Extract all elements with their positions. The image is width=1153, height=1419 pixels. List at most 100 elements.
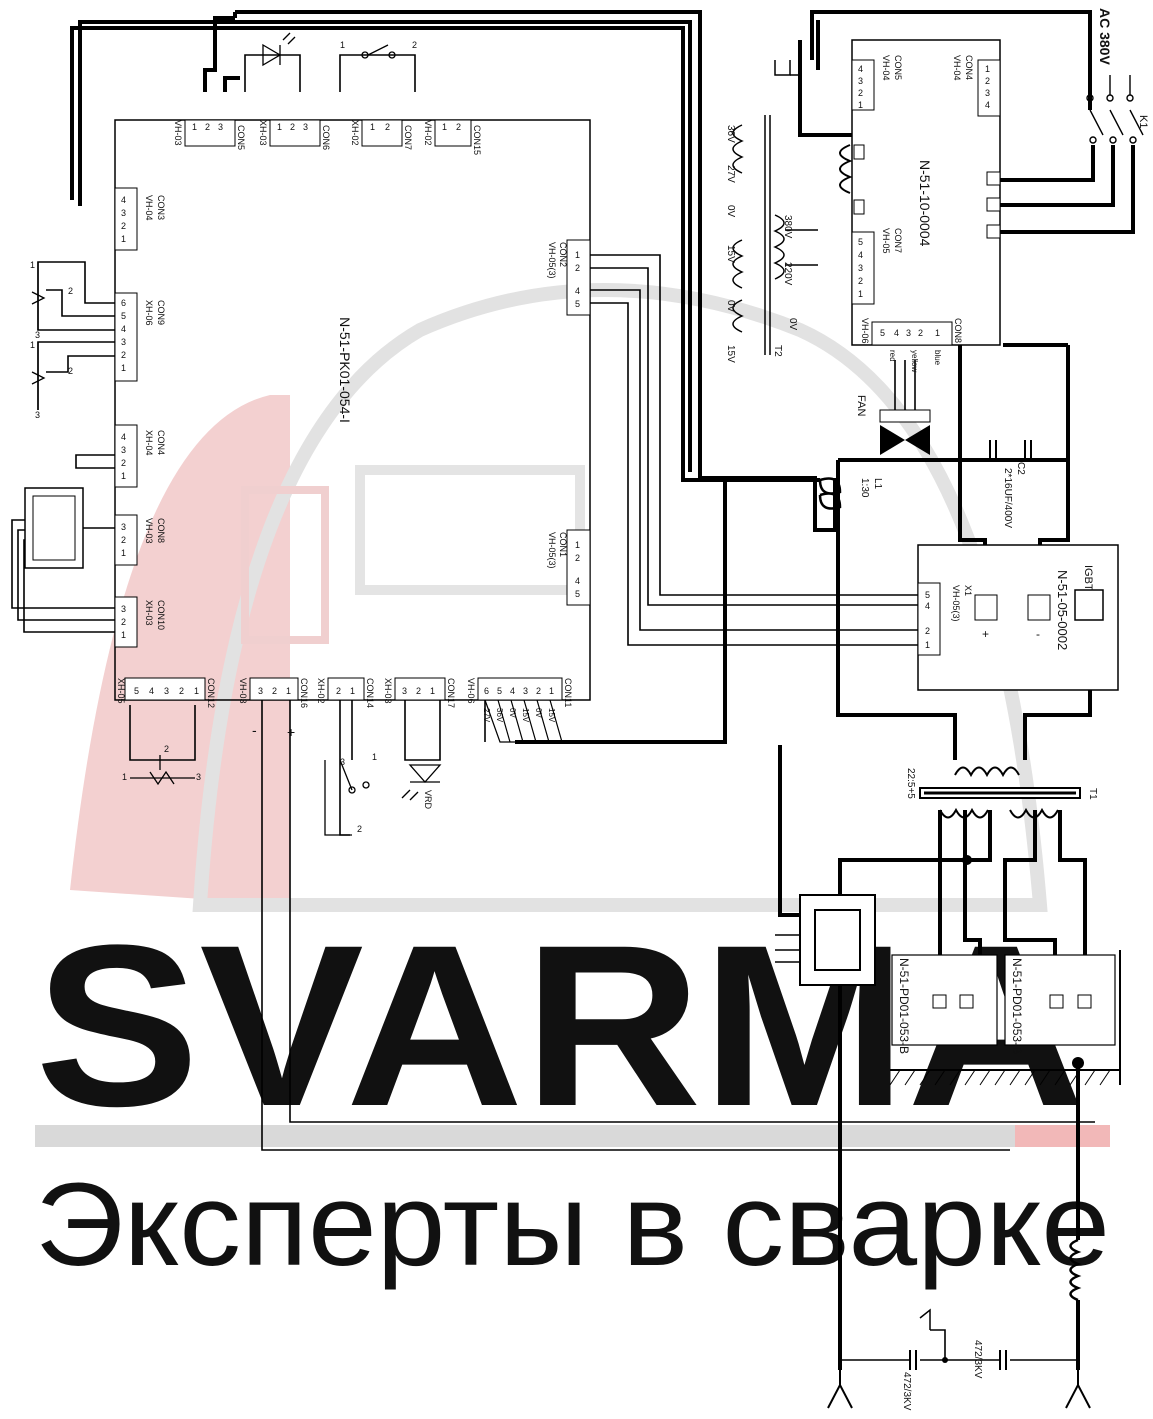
t1-name: T1 [1087, 788, 1098, 800]
ac-terminal-icon [986, 224, 1001, 239]
main-con12: CON12 XH-05 5 4 3 2 1 [116, 677, 216, 708]
rect-board-b-label: N-51-PD01-053-B [1010, 958, 1024, 1054]
x1-pin: 1 [925, 640, 930, 650]
main-con14-pin: 1 [350, 686, 355, 696]
main-con17: CON17 XH-03 3 2 1 VRD [383, 677, 456, 810]
main-con3-pin: 1 [121, 234, 126, 244]
capacitor-bank-c2: C2 2*16UF/400V [989, 440, 1032, 528]
main-con16-minus: - [252, 722, 257, 738]
main-con3-pin: 3 [121, 208, 126, 218]
current-transformer-icon [799, 894, 876, 986]
t2-primary-label: 0V [787, 318, 798, 331]
main-con4-pin: 3 [121, 445, 126, 455]
main-con1-pin: 4 [575, 576, 580, 586]
current-pot-icon: 1 3 2 [122, 744, 201, 786]
main-con7-pin: 2 [385, 122, 390, 132]
diode-terminal-icon [1077, 994, 1092, 1009]
main-con16-pin: 1 [286, 686, 291, 696]
main-con6-name: CON6 [321, 125, 331, 150]
main-con12-pin: 5 [134, 686, 139, 696]
main-con14-type: XH-02 [316, 678, 326, 704]
main-con11-pin: 4 [510, 686, 515, 696]
cap-left-label: 472/3KV [901, 1372, 912, 1411]
main-con2-pin: 2 [575, 263, 580, 273]
lcd-display-icon [24, 487, 84, 569]
control-transformer-t2: 36V 27V 0V 15V 0V 15V 380V 220V 0V T2 [725, 115, 798, 363]
main-con11: CON11 VH-06 6 5 4 3 2 1 27V 36V 0V 15V 0… [466, 677, 573, 743]
main-con12-pin: 4 [149, 686, 154, 696]
main-con10: CON10 XH-03 3 2 1 [114, 596, 166, 648]
main-con15-name: CON15 [472, 125, 482, 155]
main-con6-pin: 2 [290, 122, 295, 132]
main-con1-pin: 1 [575, 540, 580, 550]
vrd-led-icon [401, 764, 442, 801]
power-con8-pin: 1 [935, 328, 940, 338]
main-con15-pin: 2 [456, 122, 461, 132]
ground-icon [774, 60, 931, 1330]
main-con9-pin: 1 [121, 363, 126, 373]
power-con5-pin: 3 [858, 76, 863, 86]
power-con7-pin: 2 [858, 276, 863, 286]
power-con8: CON8 VH-06 1 2 3 4 5 blue yellow red [860, 318, 963, 372]
main-con5: CON5 VH-03 1 2 3 [173, 119, 246, 150]
main-con9-pin: 2 [121, 350, 126, 360]
main-con9-pin: 5 [121, 311, 126, 321]
main-con11-pin: 6 [484, 686, 489, 696]
diode-terminal-icon [959, 994, 974, 1009]
main-con9: CON9 XH-06 6 5 4 3 2 1 [114, 292, 166, 382]
cap-right-label: 472/3KV [972, 1340, 983, 1379]
main-con3-pin: 2 [121, 221, 126, 231]
c2-label: C2 [1015, 462, 1026, 475]
power-con7: CON7 VH-05 5 4 3 2 1 [851, 228, 903, 305]
power-con8-pin: 2 [918, 328, 923, 338]
fan-icon: FAN [855, 395, 931, 455]
con11-tap-label: 15V [547, 708, 556, 723]
x1-pin: 4 [925, 601, 930, 611]
main-con10-name: CON10 [156, 600, 166, 630]
main-con1-type: VH-05(3) [547, 532, 557, 569]
t2-tap-label: 15V [725, 245, 736, 263]
main-con10-type: XH-03 [144, 600, 154, 626]
main-con7: CON7 XH-02 1 2 [350, 119, 413, 150]
con11-tap-label: 0V [508, 708, 517, 718]
main-con3-name: CON3 [156, 195, 166, 220]
main-con14-name: CON14 [365, 678, 375, 708]
t2-tap-label: 0V [725, 300, 736, 313]
power-con4-name: CON4 [964, 55, 974, 80]
igbt-minus-label: - [1036, 627, 1040, 641]
svg-text:1: 1 [340, 40, 345, 50]
main-con17-type: XH-03 [383, 678, 393, 704]
svarma-watermark: SVARMA ru Эксперты в сварке [35, 283, 1110, 1291]
con11-tap-label: 36V [495, 708, 504, 723]
dc-plus-terminal-icon [974, 594, 998, 621]
switch-top-icon: 1 2 [340, 40, 417, 59]
main-con16: CON16 VH-03 3 2 1 - + [238, 677, 309, 740]
mode-switch-icon: 1 3 2 [324, 752, 377, 836]
relay-coil-icon [839, 144, 853, 194]
main-con7-pin: 1 [370, 122, 375, 132]
main-con6-pin: 3 [303, 122, 308, 132]
power-con5-type: VH-04 [881, 55, 891, 81]
main-con17-pin: 2 [416, 686, 421, 696]
svg-text:3: 3 [35, 410, 40, 420]
fan-wire-label: red [888, 350, 897, 362]
main-board-label: N-51-PK01-054-I [337, 317, 353, 423]
main-con2: CON2 VH-05(3) 1 2 4 5 [547, 239, 591, 316]
t2-name: T2 [772, 345, 783, 357]
ac-terminal-icon [986, 197, 1001, 212]
supply-label: AC 380V [1097, 8, 1113, 65]
t2-primary-label: 380V [782, 215, 793, 239]
main-con10-pin: 3 [121, 604, 126, 614]
power-con7-name: CON7 [893, 228, 903, 253]
main-con16-plus: + [287, 724, 295, 740]
l1-label: L1 [872, 478, 883, 490]
watermark-shield-red [70, 395, 290, 905]
main-con11-pin: 1 [549, 686, 554, 696]
pot-upper-icon: 1 2 3 [30, 260, 73, 340]
main-con7-type: XH-02 [350, 120, 360, 146]
power-con7-pin: 5 [858, 237, 863, 247]
main-con12-pin: 2 [179, 686, 184, 696]
main-con9-type: XH-06 [144, 300, 154, 326]
ac-input: AC 380V K1 [1086, 8, 1149, 144]
